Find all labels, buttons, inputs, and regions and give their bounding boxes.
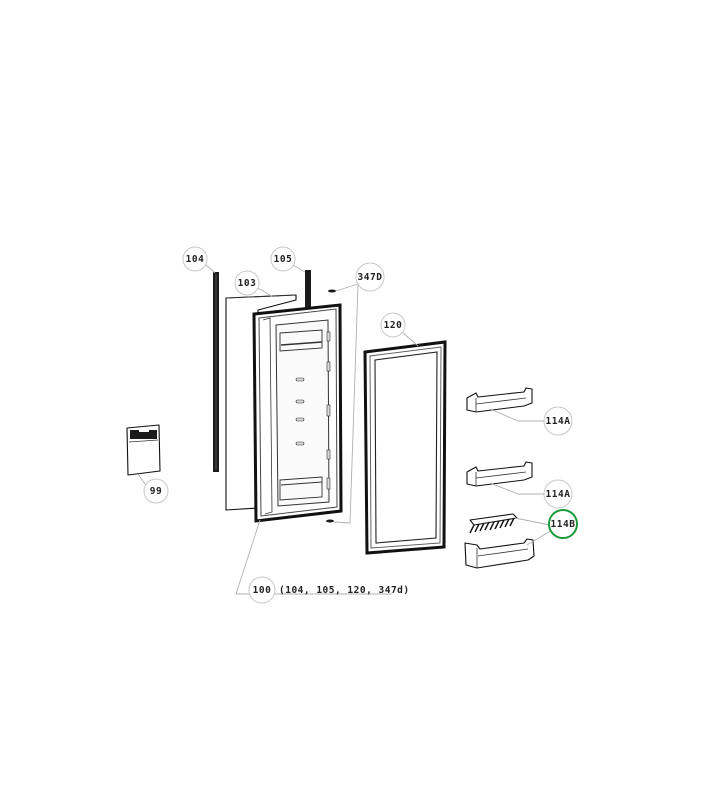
part-347d-plugs[interactable] [326,289,336,523]
part-114b-egg-tray[interactable] [469,513,518,534]
callout-103[interactable]: 103 [234,270,260,296]
callout-114b-highlighted[interactable]: 114B [548,509,578,539]
leader-lines [137,263,553,595]
svg-text:114B: 114B [551,519,576,530]
svg-text:114A: 114A [546,489,571,500]
svg-text:99: 99 [150,486,162,497]
part-105-gasket-strip[interactable] [305,270,311,308]
svg-text:103: 103 [238,278,257,289]
part-114b-bottle-shelf[interactable] [464,538,535,569]
svg-text:100: 100 [253,585,272,596]
svg-text:104: 104 [186,254,205,265]
part-114a-shelf-top[interactable] [466,387,533,413]
assembly-note: (104, 105, 120, 347d) [279,585,410,596]
part-104-gasket-strip[interactable] [213,272,219,472]
svg-text:120: 120 [384,320,403,331]
callout-347d[interactable]: 347D [355,262,385,292]
part-103-inner-panel[interactable] [225,294,297,511]
callout-105[interactable]: 105 [270,246,296,272]
part-114a-shelf-middle[interactable] [466,461,533,487]
svg-text:347D: 347D [358,272,383,283]
callout-99[interactable]: 99 [143,478,169,504]
callout-114a-middle[interactable]: 114A [543,479,573,509]
callout-100[interactable]: 100 [248,576,276,604]
part-120-gasket-frame[interactable] [363,340,447,555]
part-99-label-sheet[interactable] [126,424,161,476]
callout-104[interactable]: 104 [182,246,208,272]
part-100-door-liner[interactable] [252,303,343,523]
callout-114a-top[interactable]: 114A [543,406,573,436]
svg-text:105: 105 [274,254,293,265]
svg-text:(104, 105, 120, 347d): (104, 105, 120, 347d) [279,585,410,596]
callout-120[interactable]: 120 [380,312,406,338]
svg-text:114A: 114A [546,416,571,427]
